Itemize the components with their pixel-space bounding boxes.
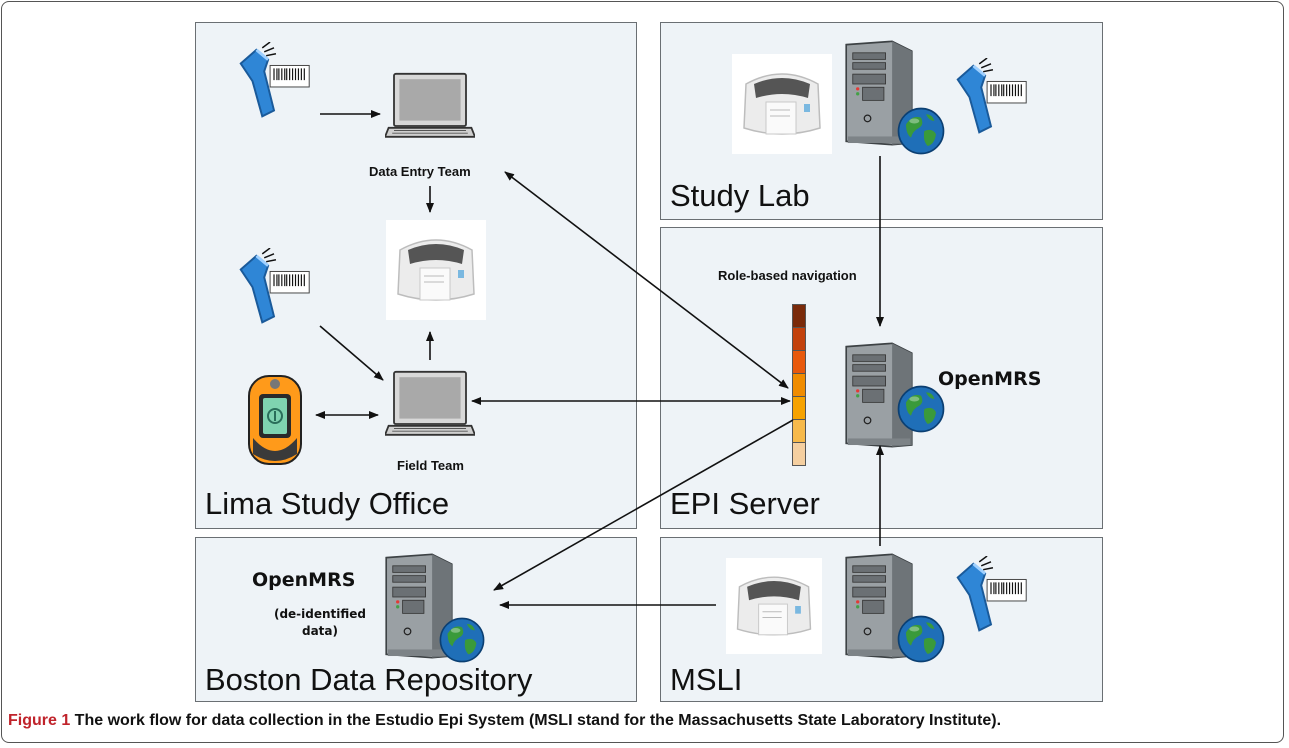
panel-title-boston: Boston Data Repository xyxy=(205,662,533,697)
deidentified-line-1: (de-identified xyxy=(273,607,367,621)
deidentified-data-note: (de-identified data) xyxy=(270,606,370,640)
arrow-data-entry-nav-bar xyxy=(504,171,789,389)
role-navigation-bar xyxy=(792,304,806,466)
deidentified-line-2: data) xyxy=(301,624,338,638)
figure-caption: Figure 1 The work flow for data collecti… xyxy=(8,712,1001,730)
openmrs-boston-label: OpenMRS xyxy=(252,569,356,591)
data-entry-team-label: Data Entry Team xyxy=(369,164,471,179)
panel-title-msli: MSLI xyxy=(670,662,743,697)
openmrs-epi-label: OpenMRS xyxy=(938,368,1042,390)
arrow-nav-bar-to-boston xyxy=(493,419,794,591)
field-team-label: Field Team xyxy=(397,458,464,473)
caption-head: Figure 1 xyxy=(8,712,71,729)
arrow-scanner-to-field-team xyxy=(319,325,384,381)
panel-title-epi-server: EPI Server xyxy=(670,486,820,521)
caption-text: The work flow for data collection in the… xyxy=(70,712,1002,729)
panel-title-lima: Lima Study Office xyxy=(205,486,450,521)
